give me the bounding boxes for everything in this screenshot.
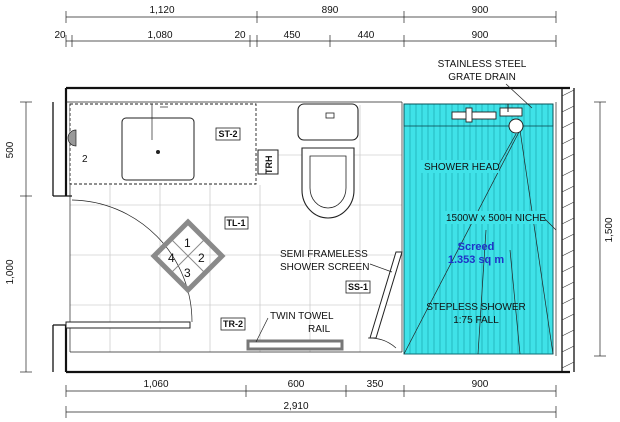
label-shower-head: SHOWER HEAD	[424, 162, 500, 173]
label-screen-2: SHOWER SCREEN	[280, 262, 369, 273]
toilet-bowl	[301, 147, 355, 219]
tag-tl1: TL-1	[227, 218, 246, 228]
label-screen-1: SEMI FRAMELESS	[280, 249, 368, 260]
label-bg-niche	[443, 211, 544, 224]
screed-hatch	[409, 104, 549, 354]
leader-towel	[255, 317, 269, 343]
dim-top2-6: 900	[472, 30, 489, 41]
dim-top-1: 1,120	[149, 5, 174, 16]
fall-lines	[403, 129, 554, 355]
dimension-lines	[20, 11, 606, 418]
leader-grate-drain	[505, 83, 533, 109]
dim-top-2: 890	[322, 5, 339, 16]
leader-screen	[369, 263, 393, 273]
dim-top2-4: 450	[284, 30, 301, 41]
dim-top2-3: 20	[234, 30, 246, 41]
dim-top-3: 900	[472, 5, 489, 16]
dim-top2-5: 440	[358, 30, 375, 41]
label-stepless-1: STEPLESS SHOWER	[426, 302, 525, 313]
label-niche: 1500W x 500H NICHE	[446, 213, 546, 224]
right-wall-hatch	[561, 89, 575, 369]
twin-towel-rail	[246, 339, 344, 351]
screed-area	[403, 103, 554, 355]
tile-symbol-4: 4	[168, 251, 175, 265]
toilet-cistern	[297, 103, 359, 141]
dim-bottom-4: 900	[472, 379, 489, 390]
shower-screen	[369, 251, 403, 339]
tag-st2: ST-2	[218, 129, 237, 139]
floor-tile-grid	[70, 105, 402, 352]
dim-left-1: 500	[5, 141, 16, 158]
toilet-seat-inner	[309, 155, 347, 209]
tag-box-tr2	[220, 317, 246, 331]
door-number: 2	[82, 154, 88, 165]
dim-bottom-3: 350	[367, 379, 384, 390]
tile-symbol-1: 1	[184, 236, 191, 250]
dim-left-2: 1,000	[5, 259, 16, 284]
toilet-roll-holder	[257, 149, 279, 175]
tile-marker: 1 2 3 4	[150, 218, 226, 294]
tag-box-tl1	[224, 216, 249, 230]
tag-tr2: TR-2	[223, 319, 243, 329]
tag-box-ss1	[345, 280, 371, 294]
label-screed-title: Screed	[458, 241, 495, 253]
dim-top2-1: 20	[54, 30, 66, 41]
label-stepless-2: 1:75 FALL	[453, 315, 499, 326]
label-towel-1: TWIN TOWEL	[270, 311, 334, 322]
leader-niche	[543, 217, 557, 231]
label-grate-drain-1: STAINLESS STEEL	[438, 59, 527, 70]
label-towel-2: RAIL	[308, 324, 331, 335]
toilet-cistern-button	[325, 112, 335, 119]
label-screed-area: 1.353 sq m	[448, 254, 504, 266]
door-swing-arc	[71, 199, 193, 323]
basin-waste	[156, 150, 160, 154]
dim-top2-2: 1,080	[147, 30, 172, 41]
dim-bottom-2: 600	[288, 379, 305, 390]
vanity-basin	[121, 117, 195, 181]
tag-box-st2	[215, 127, 241, 141]
dim-right: 1,500	[604, 217, 615, 242]
dim-bottom-1: 1,060	[143, 379, 168, 390]
shower-head-symbol	[451, 104, 524, 134]
grate-drain	[403, 103, 554, 127]
tag-trh: TRH	[264, 156, 274, 175]
tag-ss1: SS-1	[348, 282, 368, 292]
label-bg-shower-head	[421, 160, 499, 173]
dim-bottom-total: 2,910	[283, 401, 308, 412]
leader-shower-head	[497, 133, 517, 167]
label-grate-drain-2: GRATE DRAIN	[448, 72, 516, 83]
tile-symbol-2: 2	[198, 251, 205, 265]
door-leaf	[65, 321, 191, 329]
tile-symbol-3: 3	[184, 266, 191, 280]
wall-stop-symbol	[67, 129, 77, 147]
walls	[52, 86, 575, 374]
shower-screen-arc	[367, 337, 397, 349]
